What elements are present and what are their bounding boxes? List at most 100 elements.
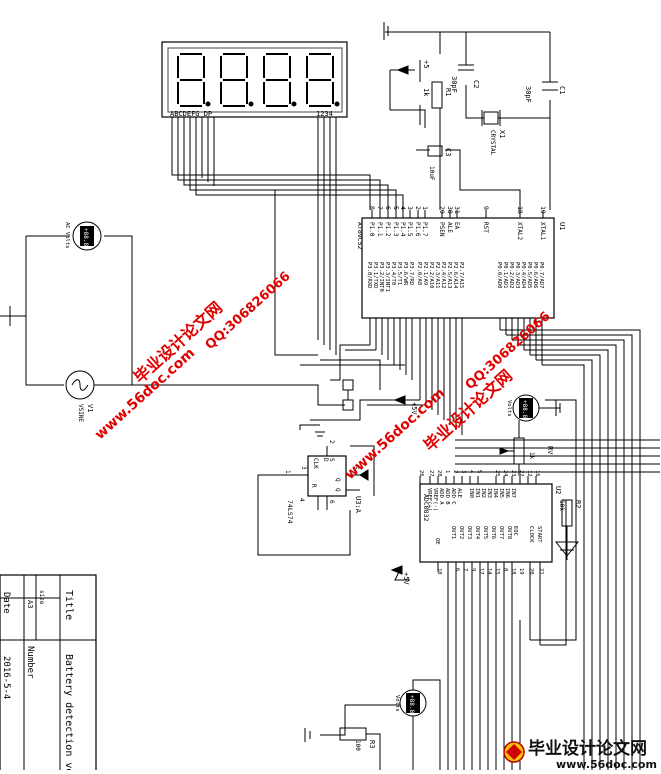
mcu-pin-label: P2.0/A8	[416, 262, 422, 285]
dc-voltmeter-2: +88.8 Volts	[506, 394, 561, 422]
r2-ref: R2	[574, 500, 582, 508]
seven-segment-display: ABCDEFG DP 1234	[161, 41, 348, 118]
adc-pin-label: IN2	[480, 488, 486, 498]
mcu-pin-label: P0.2/AD2	[508, 262, 514, 289]
date-value: 2016-5-4	[1, 656, 11, 699]
adc-pin-number: 12	[526, 470, 532, 477]
r3-value: 100	[354, 740, 361, 751]
r3-ref: R3	[368, 740, 376, 748]
flipflop-part: 74LS74	[286, 500, 294, 524]
adc-pin-label: IN6	[504, 488, 510, 498]
c1-value: 30pF	[524, 86, 532, 103]
mcu-pin-label: P1.0	[368, 222, 375, 237]
size-value: A3	[26, 600, 34, 608]
mcu-pin-label: P3.0/RXD	[366, 262, 372, 289]
mcu-pin-label: P0.0/AD0	[496, 262, 502, 289]
flipflop-pin-label: S	[328, 458, 335, 462]
mcu-pin-label: P2.1/A9	[422, 262, 428, 285]
mcu-pin-label: P3.7/RD	[408, 262, 414, 285]
mcu-ref: U1	[558, 222, 566, 230]
mcu-pin-label: RST	[482, 222, 489, 233]
mcu-pin-label: EA	[453, 222, 460, 230]
flipflop-pin-number: 2	[328, 440, 335, 444]
adc-pin-number: 3	[460, 470, 466, 473]
mcu-pin-number: 7	[376, 206, 384, 210]
ac-voltmeter: +88.8 AC Volts	[64, 221, 102, 251]
mcu-pin-number: 2	[414, 206, 422, 210]
adc-pin-label: OUT8	[506, 526, 512, 539]
adc-pin-number: 2	[452, 470, 458, 473]
mcu-pin-label: P2.5/A13	[446, 262, 452, 289]
power-label-1: +5	[422, 60, 430, 68]
mcu-pin-label: P1.2	[384, 222, 391, 237]
meter1-unit: AC Volts	[64, 222, 70, 249]
adc-pin-number: 16	[534, 470, 540, 477]
meter2-unit: Volts	[506, 400, 512, 417]
mcu-pin-label: ALE	[446, 222, 453, 233]
adc-pin-number: 5	[476, 470, 482, 473]
title-label: Title	[63, 590, 74, 620]
mcu-pin-label: P2.6/A14	[452, 262, 458, 289]
mcu-pin-label: XTAL1	[539, 222, 546, 240]
adc-pin-number: 24	[502, 470, 508, 477]
mcu-pin-label: P2.3/A11	[434, 262, 440, 289]
mcu-pin-label: P0.3/AD3	[514, 262, 520, 289]
r1-ref: R1	[444, 88, 452, 96]
ac-source-loop: V1 VSINE	[0, 235, 345, 422]
adc-pin-number: 23	[510, 470, 516, 477]
adc-pin-number: 9	[470, 568, 476, 571]
adc-pin-number: 22	[518, 470, 524, 477]
adc-pin-label: ADD C	[450, 488, 456, 505]
adc-pin-label: IN4	[492, 488, 498, 499]
mcu-pin-label: P0.7/AD7	[538, 262, 544, 289]
size-label: size	[38, 590, 45, 605]
mcu-pin-label: P0.4/AD4	[520, 262, 526, 289]
mcu-pin-number: 1	[421, 206, 429, 210]
mcu-pin-number: 3	[406, 206, 414, 210]
adc-pin-label: OUT2	[458, 526, 464, 539]
c2-ref: C2	[472, 80, 480, 88]
adc-pin-label: VREF(+)	[426, 488, 432, 511]
flipflop-pin-number: 3	[300, 466, 307, 470]
meter2-value: +88.8	[521, 400, 528, 418]
mcu-pin-number: 5	[392, 206, 400, 210]
adc-pin-label: IN7	[510, 488, 516, 498]
title-value: Battery detection volt	[63, 654, 74, 770]
adc-pin-number: 26	[418, 470, 424, 477]
adc-pin-label: IN5	[498, 488, 504, 498]
title-block: Title Battery detection volt size A3 Num…	[0, 574, 97, 774]
mcu-pin-label: PSEN	[438, 222, 445, 237]
adc-pin-number: 28	[436, 470, 442, 477]
mcu-pin-number: 9	[482, 206, 490, 210]
adc-pin-number: 7	[462, 568, 468, 571]
adc-pin-label: OUT7	[498, 526, 504, 539]
mcu-pin-number: 29	[438, 206, 446, 214]
adc-pin-number: 20	[528, 568, 534, 575]
power-label-2: +5V	[410, 402, 418, 415]
mcu-pin-number: 19	[539, 206, 547, 214]
resistor-r2: R2 10k	[554, 499, 582, 560]
flipflop-ref: U3:A	[354, 496, 362, 514]
adc-pin-label: OUT5	[482, 526, 488, 539]
mcu-pin-label: P2.4/A12	[440, 262, 446, 289]
mcu-pin-number: 4	[399, 206, 407, 210]
mcu-pin-label: P2.7/A15	[458, 262, 464, 289]
adc-pin-number: 21	[538, 568, 544, 575]
digit-labels: 1234	[316, 110, 333, 118]
adc-pin-label: ALE	[456, 488, 462, 498]
mcu-pin-number: 31	[453, 206, 461, 214]
potentiometer-rv: RV 1k	[499, 420, 554, 476]
adc-pin-label: IN3	[486, 488, 492, 498]
adc-pin-label: OUT6	[490, 526, 496, 539]
adc-pin-number: 27	[428, 470, 434, 477]
adc-pin-number: 18	[510, 568, 516, 575]
c3-value: 10uF	[428, 166, 435, 181]
flipflop-pin-label: Q	[334, 488, 341, 492]
